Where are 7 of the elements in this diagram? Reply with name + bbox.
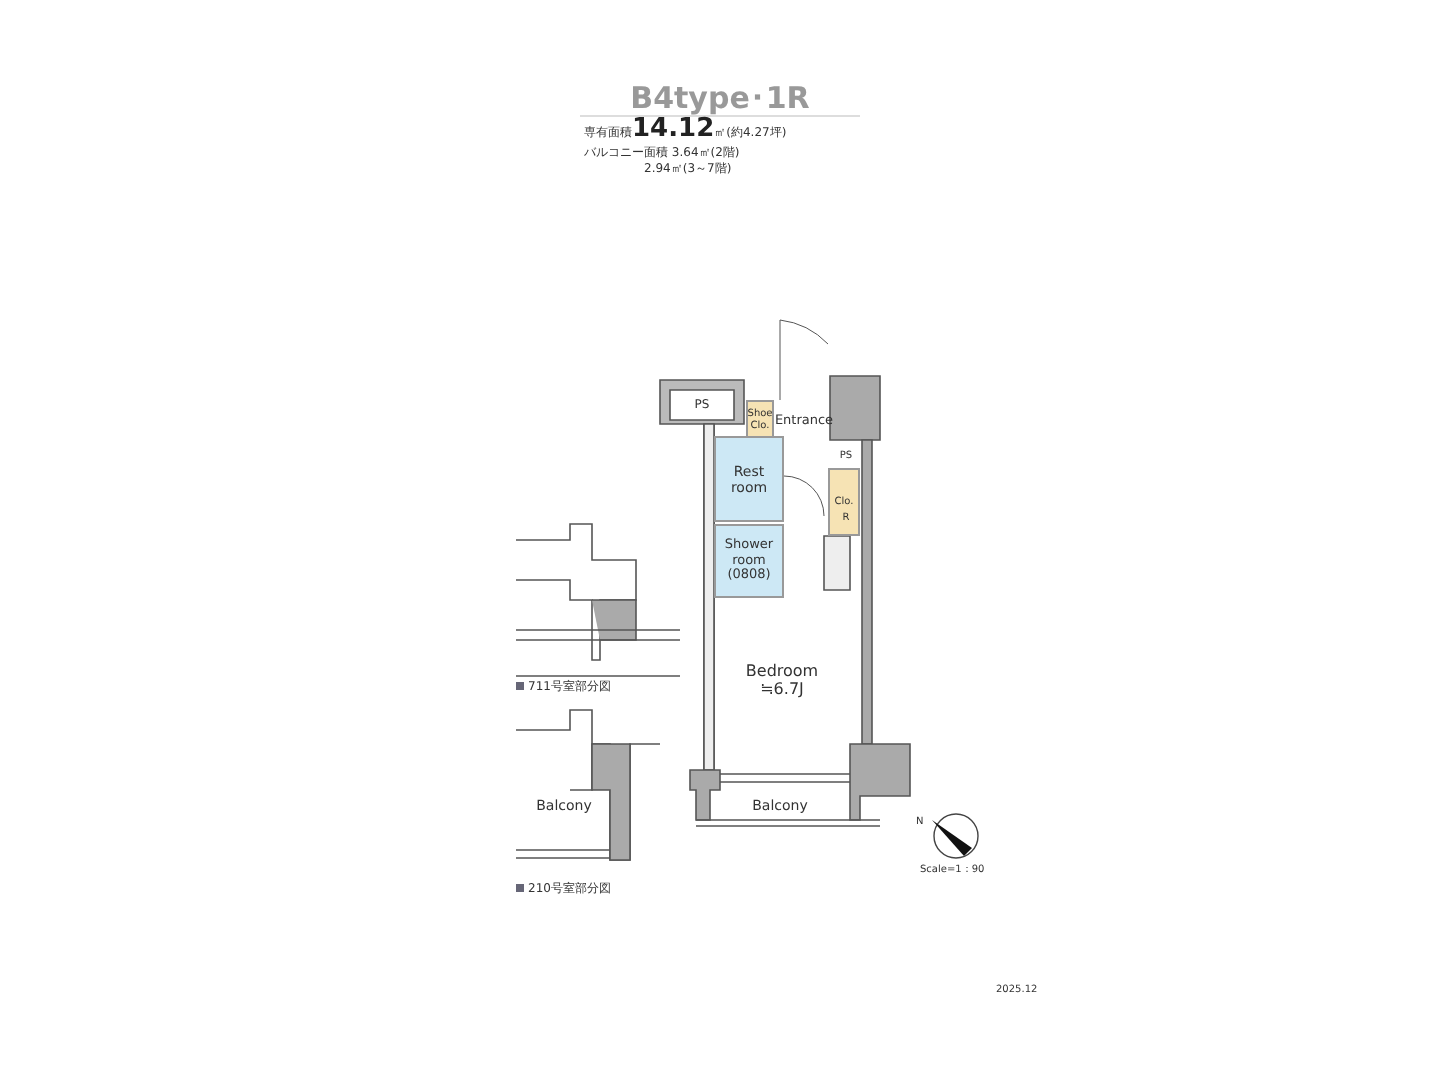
- room-area: [714, 436, 784, 522]
- plan-title: B4type･1R: [628, 80, 812, 116]
- room-size: ≒6.7J: [760, 680, 804, 698]
- room-area: [828, 468, 860, 536]
- room-area: [746, 400, 774, 440]
- room-label: Bedroom: [745, 662, 819, 680]
- room-area: [714, 524, 784, 598]
